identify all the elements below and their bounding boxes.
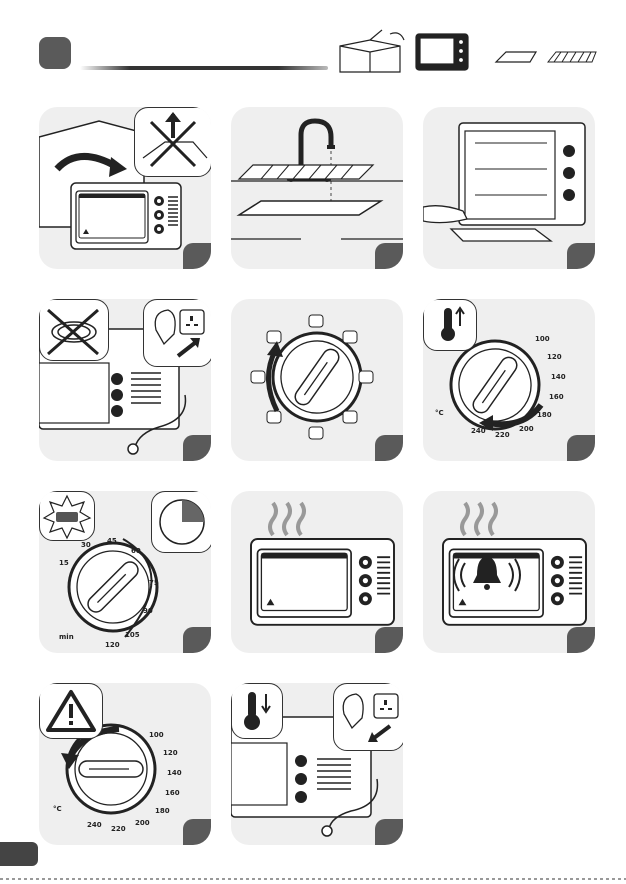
step-number-badge [375, 435, 403, 461]
timer-tick: 30 [81, 541, 91, 549]
temp-tick: 180 [537, 411, 552, 419]
header-accessories [330, 26, 600, 76]
step-number-badge [183, 819, 211, 845]
step-number-badge [183, 243, 211, 269]
step-number-badge [375, 819, 403, 845]
step-panel-clean [423, 107, 595, 269]
thermometer-down-icon [231, 683, 283, 739]
warning-icon [39, 683, 103, 739]
wire-rack-icon [548, 52, 596, 62]
temp-tick: 180 [155, 807, 170, 815]
step-panel-wash [231, 107, 403, 269]
temp-tick: 160 [165, 789, 180, 797]
thermometer-up-icon [423, 299, 477, 351]
temp-tick: 160 [549, 393, 564, 401]
temp-tick: 140 [551, 373, 566, 381]
page-number-tab [0, 842, 38, 866]
header-rule [80, 66, 328, 70]
step-panel-turn-off: 100 120 140 160 180 200 220 240 °C [39, 683, 211, 845]
step-panel-function-dial [231, 299, 403, 461]
power-light-icon [39, 491, 95, 541]
temp-tick: 100 [149, 731, 164, 739]
timer-tick: 120 [105, 641, 120, 649]
step-number-badge [567, 627, 595, 653]
temp-tick: 240 [87, 821, 102, 829]
baking-tray-icon [496, 52, 536, 62]
temp-tick: 100 [535, 335, 550, 343]
temp-tick: 140 [167, 769, 182, 777]
step-panel-bell [423, 491, 595, 653]
timer-tick: 45 [107, 537, 117, 545]
temp-tick: 120 [547, 353, 562, 361]
temp-tick: 120 [163, 749, 178, 757]
oven-icon [416, 34, 468, 70]
step-number-badge [567, 435, 595, 461]
plug-icon [143, 299, 211, 367]
page-footer-line [0, 878, 626, 880]
inset-no-packaging [134, 107, 211, 177]
unboxing-icon [340, 30, 404, 72]
temp-tick: 220 [495, 431, 510, 439]
unplug-icon [333, 683, 403, 751]
temp-tick: 220 [111, 825, 126, 833]
stopwatch-symbol: min [59, 633, 74, 641]
section-badge [39, 37, 71, 69]
timer-tick: 15 [59, 559, 69, 567]
step-panel-plug-in [39, 299, 211, 461]
thermometer-symbol: °C [53, 805, 62, 813]
temp-tick: 240 [471, 427, 486, 435]
step-number-badge [183, 435, 211, 461]
step-panel-unpack [39, 107, 211, 269]
step-panel-preheat [231, 491, 403, 653]
step-number-badge [375, 627, 403, 653]
step-panel-unplug [231, 683, 403, 845]
temp-tick: 200 [519, 425, 534, 433]
step-number-badge [375, 243, 403, 269]
step-number-badge [567, 243, 595, 269]
clock-icon [151, 491, 211, 553]
inset-no-cord-coiled [39, 299, 109, 361]
step-number-badge [183, 627, 211, 653]
step-panel-temperature: 100 120 140 160 180 200 220 240 °C [423, 299, 595, 461]
step-panel-timer: 15 30 45 60 75 90 105 120 min [39, 491, 211, 653]
heat-waves-icon [270, 503, 304, 535]
thermometer-symbol: °C [435, 409, 444, 417]
temp-tick: 200 [135, 819, 150, 827]
